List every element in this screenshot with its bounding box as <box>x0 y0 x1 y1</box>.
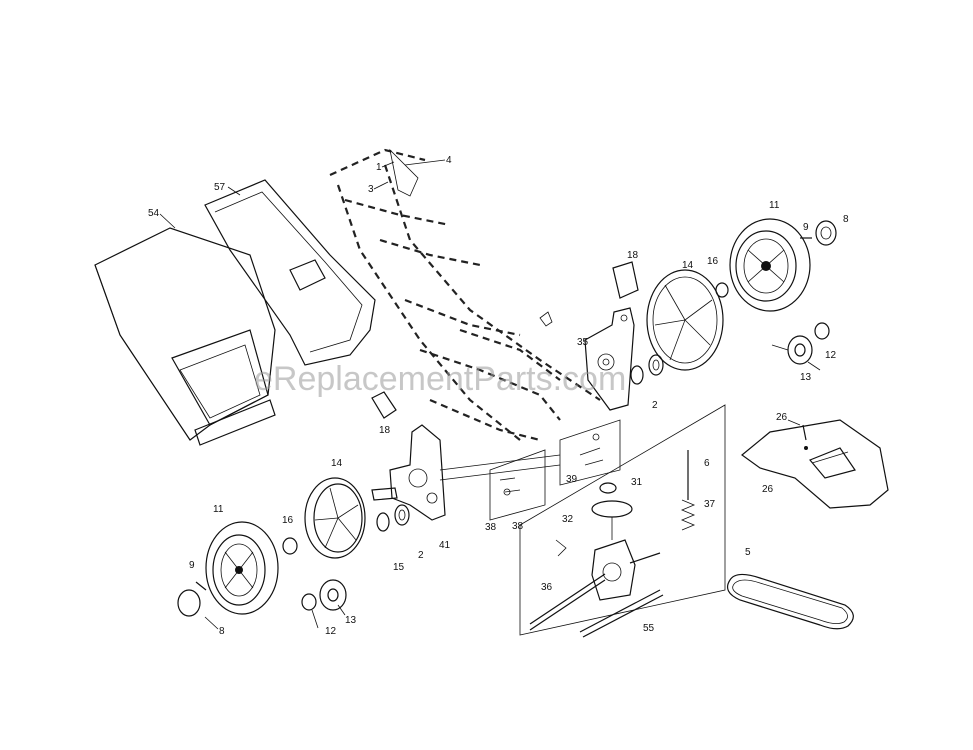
callout-28-cover: 26 <box>762 484 774 495</box>
wheel-11-upper <box>729 218 811 312</box>
callout-13-lower: 13 <box>345 615 357 626</box>
callout-38-mid: 38 <box>512 521 524 532</box>
washers-2-upper <box>630 354 664 385</box>
cap-12-lower <box>301 593 317 611</box>
callout-4: 4 <box>446 155 452 166</box>
height-bracket-41 <box>371 424 561 521</box>
callout-2-lower: 2 <box>418 550 424 561</box>
drive-belt-5 <box>727 573 854 630</box>
callout-35: 35 <box>577 337 589 348</box>
callout-labels: 1 3 4 57 54 18 18 14 16 11 9 8 12 13 35 … <box>148 155 849 637</box>
callout-1: 1 <box>376 162 382 173</box>
hubcap-8-upper <box>815 220 837 246</box>
hubcap-8-lower <box>177 589 201 617</box>
gear-13-lower <box>319 579 347 611</box>
callout-18-lower: 18 <box>379 425 391 436</box>
callout-26-screw: 26 <box>776 412 788 423</box>
transmission-assembly <box>529 450 696 631</box>
callout-36: 36 <box>541 582 553 593</box>
watermark: eReplacementParts.com <box>254 360 626 398</box>
handle-grip-18-upper <box>612 261 639 299</box>
callout-39: 39 <box>566 474 578 485</box>
belt-cover-28 <box>741 419 889 509</box>
callout-18-upper: 18 <box>627 250 639 261</box>
axle-rod-55 <box>579 589 664 638</box>
handle-grip-18-lower <box>371 391 397 419</box>
callout-2-upper: 2 <box>652 400 658 411</box>
callout-57: 57 <box>214 182 226 193</box>
callout-14-lower: 14 <box>331 458 343 469</box>
washer-16-lower <box>282 537 298 555</box>
callout-11-lower: 11 <box>213 504 224 515</box>
callout-5: 5 <box>745 547 751 558</box>
callout-54: 54 <box>148 208 160 219</box>
callout-9-upper: 9 <box>803 222 809 233</box>
callout-11-upper: 11 <box>769 200 780 211</box>
callout-12-lower: 12 <box>325 626 337 637</box>
callout-6: 6 <box>704 458 710 469</box>
washers-15-2-lower <box>376 504 410 532</box>
grass-bag-54 <box>94 227 276 446</box>
callout-31: 31 <box>631 477 643 488</box>
callout-32: 32 <box>562 514 574 525</box>
callout-3: 3 <box>368 184 374 195</box>
height-bracket-35 <box>584 307 635 411</box>
callout-9-lower: 9 <box>189 560 195 571</box>
cap-12-upper <box>814 322 830 340</box>
gear-13-upper <box>771 335 813 365</box>
screw-26 <box>802 424 808 450</box>
callout-12-upper: 12 <box>825 350 837 361</box>
wheel-cover-14-upper <box>646 269 724 371</box>
callout-41: 41 <box>439 540 451 551</box>
washer-16-upper <box>715 282 729 298</box>
callout-8-lower: 8 <box>219 626 225 637</box>
callout-15: 15 <box>393 562 405 573</box>
callout-13-upper: 13 <box>800 372 812 383</box>
leader-lines <box>159 161 821 630</box>
callout-38-left: 38 <box>485 522 497 533</box>
callout-55: 55 <box>643 623 655 634</box>
callout-16-lower: 16 <box>282 515 294 526</box>
callout-8-upper: 8 <box>843 214 849 225</box>
wheel-11-lower <box>205 521 279 615</box>
small-brackets-38-39 <box>499 433 604 496</box>
callout-37: 37 <box>704 499 716 510</box>
callout-16-upper: 16 <box>707 256 719 267</box>
bag-frame-57 <box>204 179 376 366</box>
bolt-9-lower <box>195 581 207 591</box>
transmission-frame <box>489 404 726 636</box>
callout-14-upper: 14 <box>682 260 694 271</box>
handle-assembly <box>329 148 601 442</box>
wheel-cover-14-lower <box>304 477 366 559</box>
